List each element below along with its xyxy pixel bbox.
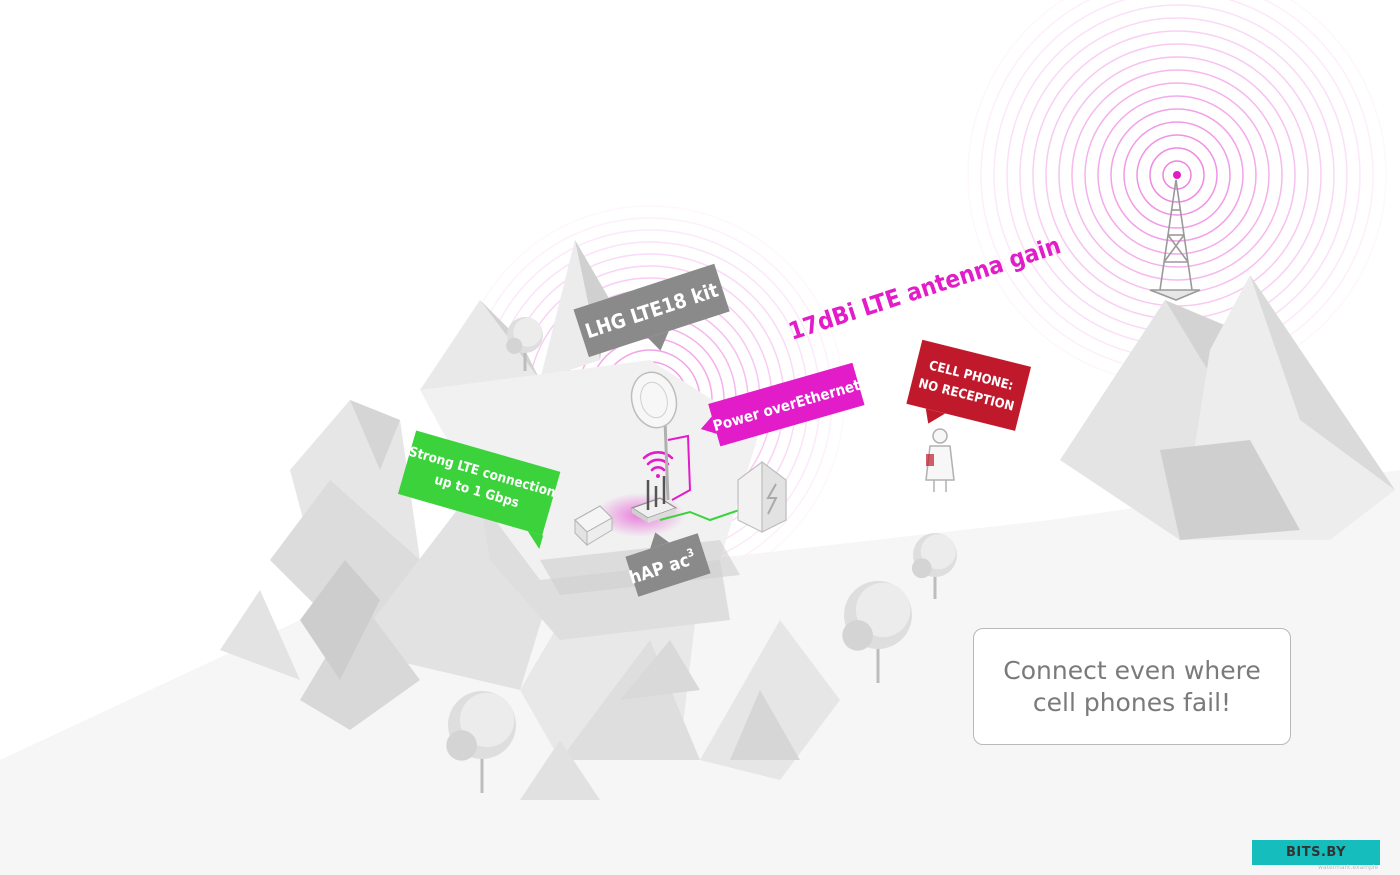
tower-icon bbox=[1149, 171, 1201, 301]
router-icon bbox=[630, 476, 678, 523]
right-mountain bbox=[1060, 275, 1395, 540]
laptop-icon bbox=[574, 505, 613, 547]
antenna-icon bbox=[630, 371, 692, 501]
tree bbox=[446, 691, 516, 793]
watermark-text: BITS.BY bbox=[1285, 845, 1347, 860]
hap-label: hAP ac3 bbox=[625, 532, 711, 597]
tree bbox=[842, 581, 912, 683]
tree-icon bbox=[446, 317, 957, 793]
signal-ring bbox=[1123, 121, 1231, 229]
svg-text:17dBi LTE antenna gain: 17dBi LTE antenna gain bbox=[785, 231, 1064, 345]
person-icon bbox=[925, 428, 955, 492]
cta-text: Connect even where cell phones fail! bbox=[1003, 655, 1261, 717]
antenna-gain-label: 17dBi LTE antenna gain bbox=[785, 231, 1064, 345]
signal-ring bbox=[1097, 95, 1257, 255]
signal-ring bbox=[1110, 108, 1244, 242]
watermark-subtext: watermark.example bbox=[1318, 864, 1379, 871]
watermark-badge: BITS.BY bbox=[1252, 840, 1380, 865]
cell-phone-label: CELL PHONE: NO RECEPTION bbox=[906, 339, 1032, 431]
signal-ring bbox=[1084, 82, 1270, 268]
signal-ring bbox=[1136, 134, 1218, 216]
power-house-icon bbox=[737, 460, 787, 533]
ground bbox=[0, 470, 1400, 875]
tree bbox=[911, 533, 957, 599]
signal-ring bbox=[1149, 147, 1205, 203]
cta-box: Connect even where cell phones fail! bbox=[973, 628, 1291, 745]
tree bbox=[506, 317, 543, 371]
signal-ring bbox=[1071, 69, 1283, 281]
ethernet-cable bbox=[659, 507, 746, 522]
